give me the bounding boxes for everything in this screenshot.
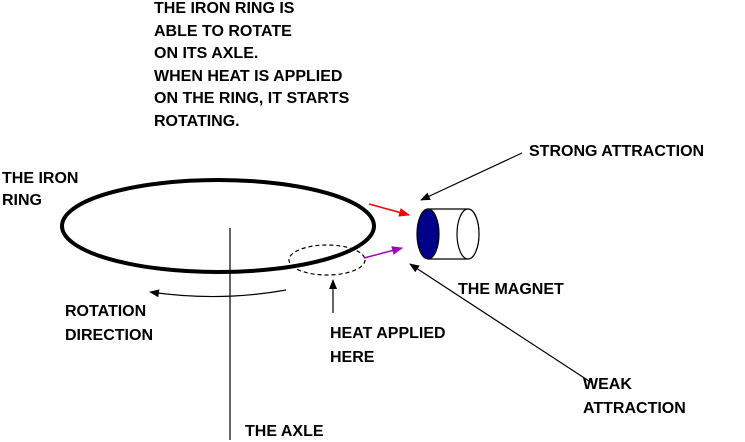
strong-attraction-pointer [420, 152, 523, 201]
caption-line-4: WHEN HEAT IS APPLIED [154, 67, 343, 85]
label-weak-attraction-2: ATTRACTION [583, 400, 686, 417]
caption-line-3: ON ITS AXLE. [154, 45, 259, 62]
label-iron-ring-1: THE IRON [2, 170, 79, 187]
magnet [416, 208, 480, 260]
label-heat-applied-1: HEAT APPLIED [330, 325, 446, 342]
rotation-arrow [149, 289, 287, 298]
label-rotation-direction-2: DIRECTION [65, 327, 153, 344]
label-strong-attraction: STRONG ATTRACTION [529, 143, 705, 160]
caption-line-1: THE IRON RING IS [154, 0, 295, 17]
label-iron-ring-2: RING [2, 192, 42, 209]
heat-area [288, 244, 366, 276]
label-rotation-direction-1: ROTATION [65, 303, 147, 320]
caption-line-6: ROTATING. [154, 112, 240, 130]
label-heat-applied-2: HERE [330, 349, 375, 366]
iron-ring [60, 178, 376, 274]
strong-attraction-arrow [368, 203, 411, 217]
label-magnet: THE MAGNET [458, 281, 564, 298]
magnet-front-face [416, 208, 440, 260]
caption-line-2: ABLE TO ROTATE [154, 22, 292, 40]
magnet-back-face [456, 208, 480, 260]
caption-line-5: ON THE RING, IT STARTS [154, 90, 350, 107]
label-weak-attraction-1: WEAK [583, 376, 632, 393]
weak-attraction-arrow [363, 246, 404, 259]
weak-attraction-pointer [409, 263, 593, 384]
label-axle: THE AXLE [245, 423, 324, 440]
